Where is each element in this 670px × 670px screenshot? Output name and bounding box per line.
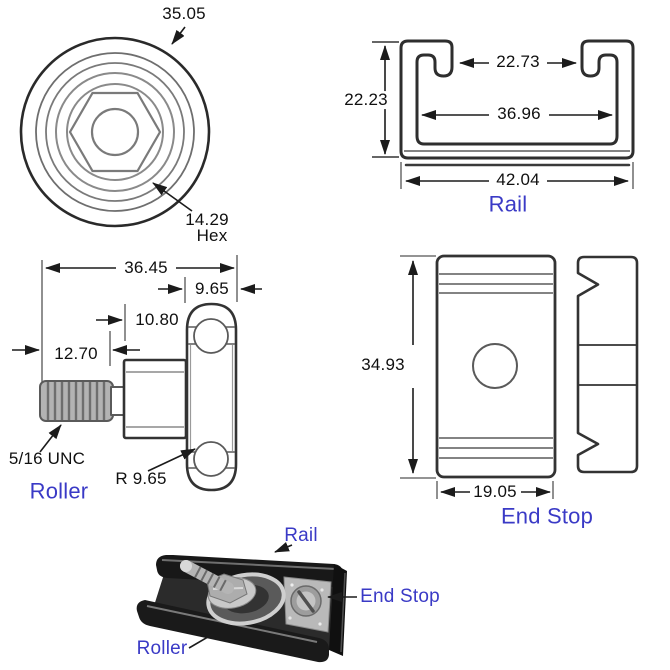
end-stop-views xyxy=(400,254,639,499)
dim-hex-size: 14.29 xyxy=(185,210,229,230)
bearing-ball-top xyxy=(193,318,229,354)
photo-roller xyxy=(180,560,286,626)
photo-end-stop-label: End Stop xyxy=(360,586,440,608)
roller-side-view xyxy=(12,255,262,492)
leader-crown-radius xyxy=(147,448,196,472)
roller-wheel xyxy=(185,302,238,492)
bearing-ball-bottom xyxy=(193,441,229,477)
end-stop-side xyxy=(576,255,639,474)
end-stop-front xyxy=(435,254,557,479)
rail-cross-section xyxy=(372,39,635,189)
hex-socket xyxy=(68,91,162,173)
dim-rail-inner: 36.96 xyxy=(494,105,544,123)
dim-crown-radius: R 9.65 xyxy=(115,469,167,489)
photo-leader-roller xyxy=(188,633,214,649)
hex-word: Hex xyxy=(196,226,228,246)
dim-rail-slot: 22.73 xyxy=(493,53,543,71)
assembly-photo xyxy=(136,542,357,663)
dim-endstop-height: 34.93 xyxy=(358,356,408,374)
roller-title: Roller xyxy=(29,478,89,504)
end-stop-hole xyxy=(472,343,518,389)
end-stop-title: End Stop xyxy=(500,503,594,529)
dim-thread-length: 12.70 xyxy=(51,345,101,363)
dim-spacer-length: 10.80 xyxy=(132,311,182,329)
dim-rail-height: 22.23 xyxy=(341,91,391,109)
photo-roller-label: Roller xyxy=(136,638,188,660)
dim-endstop-width: 19.05 xyxy=(470,483,520,501)
leader-thread-spec xyxy=(39,424,62,453)
thread-spec: 5/16 UNC xyxy=(8,449,86,469)
dim-roller-width: 9.65 xyxy=(192,280,232,298)
rail-title: Rail xyxy=(488,191,528,217)
leader-outer-diameter xyxy=(171,26,186,45)
leader-hex xyxy=(152,182,193,212)
photo-leader-rail xyxy=(274,542,293,553)
dim-roller-length: 36.45 xyxy=(121,259,171,277)
dim-outer-diameter: 35.05 xyxy=(162,4,206,24)
dim-rail-width: 42.04 xyxy=(493,171,543,189)
roller-front-view xyxy=(19,26,211,228)
photo-rail-label: Rail xyxy=(284,525,318,547)
